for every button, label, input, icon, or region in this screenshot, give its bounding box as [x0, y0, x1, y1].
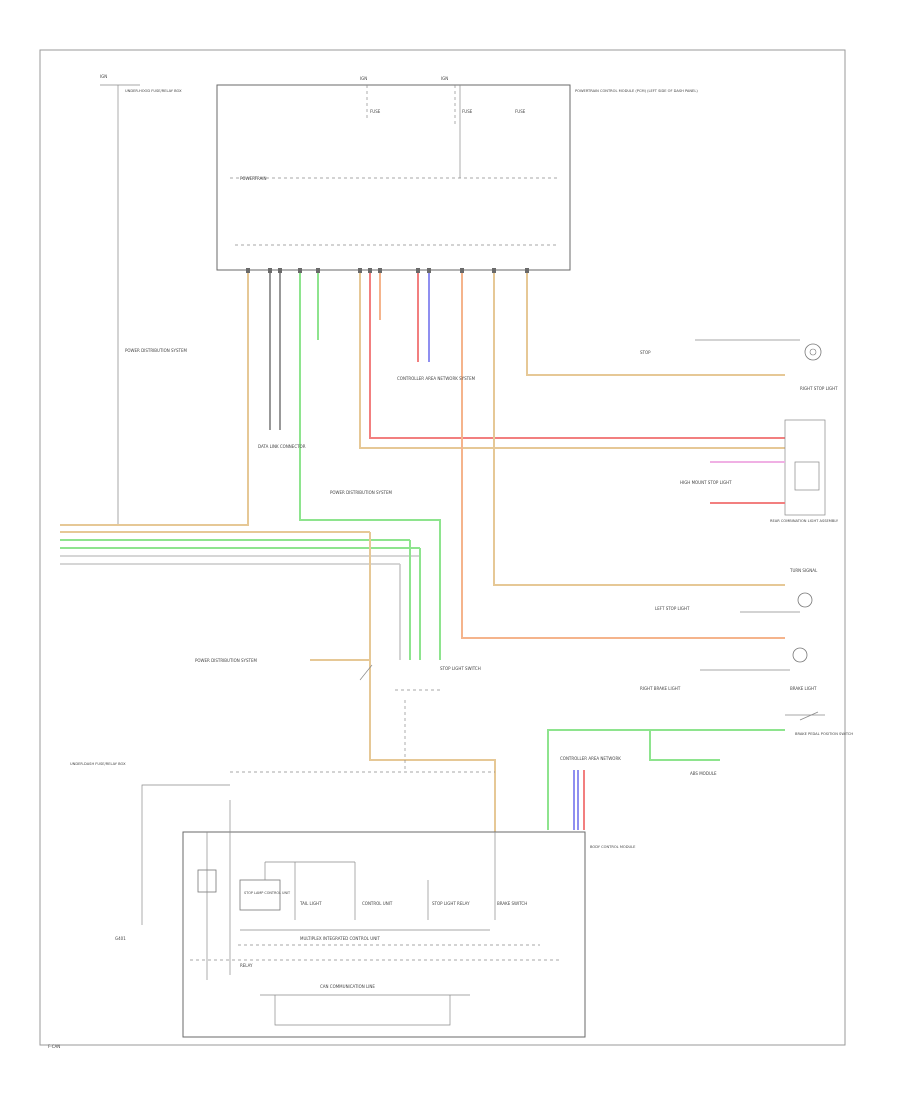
stop-switch-mid-label: STOP LIGHT SWITCH — [440, 666, 481, 671]
stop-light-label: STOP — [640, 350, 651, 355]
can-bottom-label: CONTROLLER AREA NETWORK — [560, 756, 621, 761]
right-components: RIGHT STOP LIGHT STOP HIGH MOUNT STOP LI… — [640, 339, 853, 736]
stop-switch-mid — [310, 659, 440, 770]
relay-block-label: RELAY — [240, 963, 253, 968]
top-module-pins — [246, 268, 529, 273]
main-bus-label: MULTIPLEX INTEGRATED CONTROL UNIT — [300, 936, 380, 941]
top-module: IGN IGN POWERTRAIN CONTROL MODULE (PCM) … — [216, 76, 698, 273]
ground-bottom-label: G401 — [115, 936, 126, 941]
top-left-fuse: IGN UNDER-HOOD FUSE/RELAY BOX — [100, 74, 182, 525]
can-line-label: CAN COMMUNICATION LINE — [320, 984, 375, 989]
combination-light-assembly-label: REAR COMBINATION LIGHT ASSEMBLY — [770, 519, 839, 523]
fuse-a-label: FUSE — [370, 109, 381, 114]
can-system-mid-label: CONTROLLER AREA NETWORK SYSTEM — [397, 376, 476, 381]
diagram-frame — [39, 49, 846, 1046]
rear-stop-light-label: RIGHT STOP LIGHT — [800, 386, 838, 391]
fuse-c-label: FUSE — [515, 109, 526, 114]
turn-signal-label: TURN SIGNAL — [789, 568, 818, 573]
stop-light-relay-label: STOP LIGHT RELAY — [432, 901, 470, 906]
fuse-b-label: FUSE — [462, 109, 473, 114]
abs-module-label: ABS MODULE — [690, 771, 717, 776]
brake-light-right-label: BRAKE LIGHT — [790, 686, 817, 691]
power-dist-left-label: POWER DISTRIBUTION SYSTEM — [125, 348, 187, 353]
top-left-note: UNDER-HOOD FUSE/RELAY BOX — [125, 89, 182, 93]
brake-pedal-label: BRAKE PEDAL POSITION SWITCH — [795, 732, 853, 736]
data-link-left-label: DATA LINK CONNECTOR — [258, 444, 306, 449]
high-mount-label: HIGH MOUNT STOP LIGHT — [680, 480, 732, 485]
power-dist-lower-label: POWER DISTRIBUTION SYSTEM — [195, 658, 257, 663]
right-brake-light-label: RIGHT BRAKE LIGHT — [640, 686, 681, 691]
bottom-module-title: BODY CONTROL MODULE — [590, 845, 636, 849]
control-unit-label: CONTROL UNIT — [362, 901, 393, 906]
top-module-top-label: IGN — [360, 76, 367, 81]
bottom-left-note: UNDER-DASH FUSE/RELAY BOX — [70, 762, 126, 766]
top-module-top-label2: IGN — [441, 76, 448, 81]
wires-top — [60, 273, 785, 660]
bottom-left-fuse: UNDER-DASH FUSE/RELAY BOX G401 — [70, 762, 495, 941]
left-bus — [60, 531, 496, 832]
pdm-title: POWERTRAIN CONTROL MODULE (PCM) (LEFT SI… — [575, 89, 698, 93]
top-left-fuse-label: IGN — [100, 74, 107, 79]
wires-right-bottom: CONTROLLER AREA NETWORK ABS MODULE — [547, 729, 785, 830]
tail-light-label: TAIL LIGHT — [299, 901, 322, 906]
power-dist-mid-label: POWER DISTRIBUTION SYSTEM — [330, 490, 392, 495]
left-stop-light-label: LEFT STOP LIGHT — [655, 606, 690, 611]
footer-label: F-CAN — [48, 1044, 60, 1049]
stop-module-label: STOP LAMP CONTROL UNIT — [244, 891, 291, 895]
bottom-module: STOP LAMP CONTROL UNIT TAIL LIGHT CONTRO… — [182, 800, 636, 1038]
power-distribution-block-label: POWERTRAIN — [240, 176, 267, 181]
brake-switch-label: BRAKE SWITCH — [497, 901, 527, 906]
